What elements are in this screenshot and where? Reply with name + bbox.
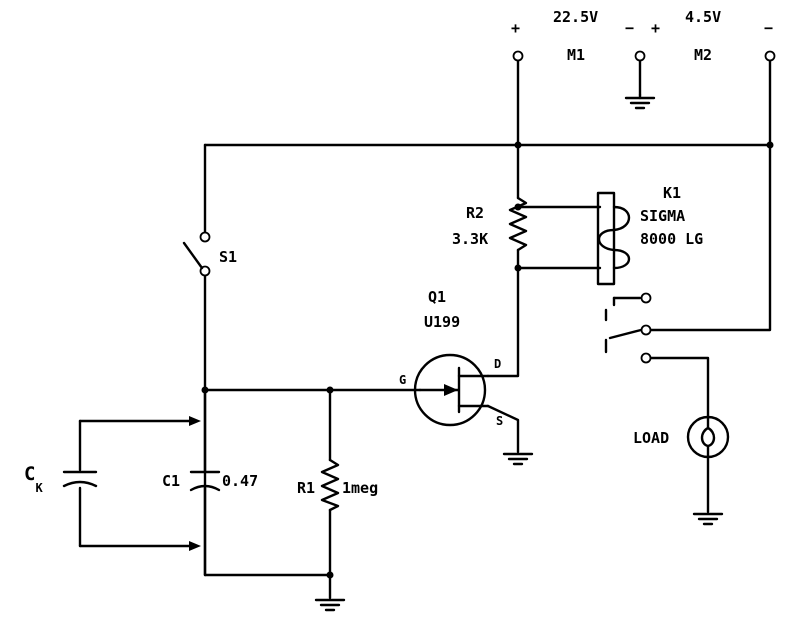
capacitor-ck: CK bbox=[24, 416, 201, 551]
capacitor-c1: C1 0.47 bbox=[162, 470, 258, 492]
ground-icon bbox=[624, 93, 656, 110]
load-lamp: LOAD bbox=[633, 415, 730, 459]
switch-s1: S1 bbox=[182, 231, 237, 277]
load-label: LOAD bbox=[633, 429, 669, 447]
r1-value-label: 1meg bbox=[342, 479, 378, 497]
k1-name-label: SIGMA bbox=[640, 207, 685, 225]
m1-plus-sign: + bbox=[511, 19, 520, 37]
m1-label: M1 bbox=[567, 46, 585, 64]
r1-zigzag bbox=[320, 458, 340, 512]
c1-value-label: 0.47 bbox=[222, 472, 258, 490]
k1-part-label: 8000 LG bbox=[640, 230, 703, 248]
r2-ref-label: R2 bbox=[466, 204, 484, 222]
q1-gate-label: G bbox=[399, 373, 406, 387]
junction-dot bbox=[766, 141, 774, 149]
common-terminal bbox=[634, 50, 646, 62]
ck-label: CK bbox=[24, 463, 43, 495]
s1-bottom-contact bbox=[199, 265, 211, 277]
drain-wire bbox=[486, 248, 520, 378]
junction-dot bbox=[514, 141, 522, 149]
junction-dot bbox=[326, 571, 334, 579]
q1-part-label: U199 bbox=[424, 313, 460, 331]
k1-ref-label: K1 bbox=[663, 184, 681, 202]
q1-body-circle bbox=[413, 353, 487, 427]
q1-drain-label: D bbox=[494, 357, 501, 371]
relay-coil-lower bbox=[612, 248, 631, 270]
junction-dot bbox=[201, 386, 209, 394]
relay-coil-middle bbox=[597, 228, 616, 252]
ground-icon bbox=[502, 452, 534, 466]
relay-k1: K1 SIGMA 8000 LG bbox=[596, 184, 703, 364]
c1-plate-bottom bbox=[189, 484, 221, 492]
r2-value-label: 3.3K bbox=[452, 230, 488, 248]
relay-switch-blade bbox=[608, 328, 643, 340]
source-wire bbox=[486, 404, 520, 454]
grounds bbox=[314, 93, 724, 612]
junctions bbox=[201, 141, 774, 579]
m2-plus-sign: + bbox=[651, 19, 660, 37]
m2-minus-lead bbox=[649, 59, 772, 332]
junction-dot bbox=[514, 264, 522, 272]
resistor-r2: R2 3.3K bbox=[452, 196, 528, 252]
ck-top-arrow bbox=[189, 416, 201, 426]
m2-minus-terminal bbox=[764, 50, 776, 62]
ground-icon bbox=[314, 598, 346, 612]
ck-bottom-arrow bbox=[189, 541, 201, 551]
m1-voltage-label: 22.5V bbox=[553, 8, 598, 26]
s1-label: S1 bbox=[219, 248, 237, 266]
r2-zigzag bbox=[508, 196, 528, 252]
relay-contact-common bbox=[640, 324, 652, 336]
m2-label: M2 bbox=[694, 46, 712, 64]
q1-gate-arrow bbox=[444, 384, 458, 396]
s1-blade bbox=[182, 241, 204, 270]
q1-source-label: S bbox=[496, 414, 503, 428]
supply-terminals: + 22.5V M1 − + 4.5V M2 − bbox=[511, 8, 776, 64]
ground-icon bbox=[692, 512, 724, 526]
load-upper-wire bbox=[649, 356, 710, 420]
m2-minus-sign: − bbox=[764, 19, 773, 37]
resistor-r1: R1 1meg bbox=[297, 458, 378, 512]
wires bbox=[78, 59, 772, 600]
q1-ref-label: Q1 bbox=[428, 288, 446, 306]
m1-minus-sign: − bbox=[625, 19, 634, 37]
relay-contact-nc bbox=[640, 292, 652, 304]
r1-ref-label: R1 bbox=[297, 479, 315, 497]
ck-plate-bottom bbox=[62, 480, 98, 488]
lamp-filament bbox=[700, 416, 716, 448]
transistor-q1: Q1 U199 D G S bbox=[399, 288, 503, 428]
relay-coil-upper bbox=[612, 205, 631, 232]
c1-ref-label: C1 bbox=[162, 472, 180, 490]
relay-contact-no bbox=[640, 352, 652, 364]
junction-dot bbox=[326, 386, 334, 394]
m2-voltage-label: 4.5V bbox=[685, 8, 721, 26]
s1-top-contact bbox=[199, 231, 211, 243]
m1-plus-terminal bbox=[512, 50, 524, 62]
